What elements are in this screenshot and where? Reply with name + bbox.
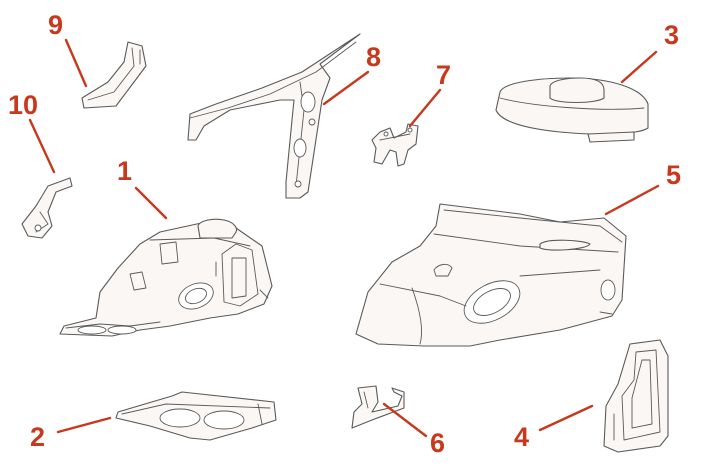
callout-numbers: 1 2 3 4 5 6 7 8 9 10 — [8, 10, 681, 458]
callout-number-2: 2 — [30, 422, 45, 452]
part-1-drawing — [59, 218, 273, 337]
leader-line-7 — [408, 88, 442, 128]
callout-number-10: 10 — [8, 90, 38, 120]
part-2-drawing — [115, 391, 277, 441]
part-5-drawing — [355, 203, 627, 347]
callout-number-7: 7 — [436, 60, 451, 90]
callout-number-8: 8 — [366, 42, 381, 72]
leader-line-9 — [64, 38, 88, 88]
leader-line-6 — [382, 402, 428, 438]
callout-number-3: 3 — [664, 20, 679, 50]
part-8-drawing — [187, 33, 361, 199]
leader-line-3 — [620, 50, 658, 84]
part-3-drawing — [495, 77, 649, 143]
leader-line-2 — [56, 416, 112, 434]
part-6-drawing — [351, 385, 405, 429]
callout-leaders — [28, 38, 660, 438]
part-4-drawing — [603, 339, 669, 453]
leader-line-1 — [134, 186, 168, 220]
part-10-drawing — [21, 177, 73, 239]
leader-line-8 — [322, 70, 370, 106]
leader-line-10 — [28, 118, 56, 174]
callout-number-6: 6 — [430, 428, 445, 458]
callout-number-4: 4 — [514, 422, 529, 452]
part-7-drawing — [371, 123, 419, 167]
callout-number-5: 5 — [666, 160, 681, 190]
leader-line-4 — [538, 404, 594, 432]
leader-line-5 — [604, 184, 660, 216]
part-9-drawing — [81, 41, 147, 109]
callout-number-1: 1 — [117, 156, 132, 186]
callout-number-9: 9 — [48, 10, 63, 40]
